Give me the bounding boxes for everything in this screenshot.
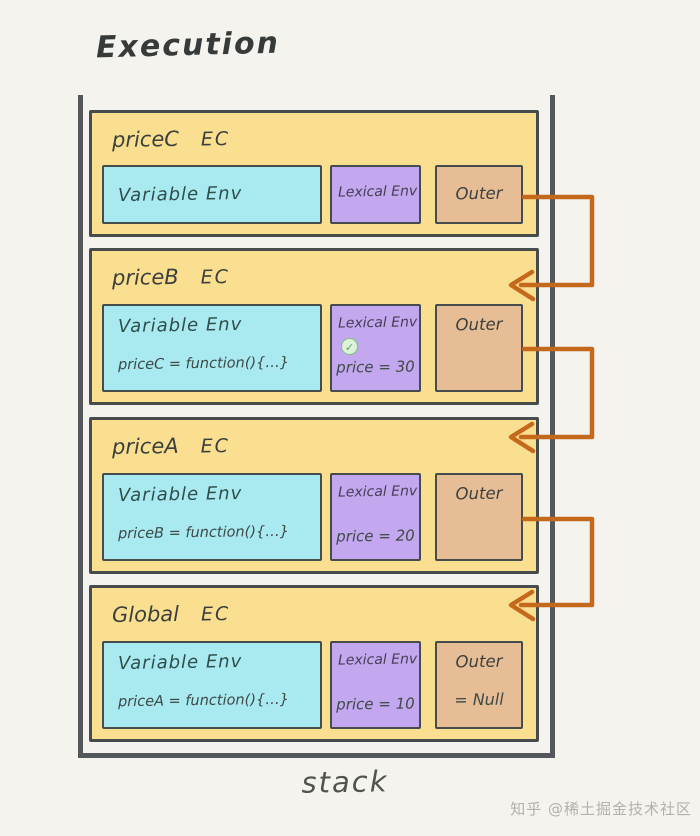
stack-label: stack bbox=[301, 764, 389, 800]
ec-name: priceB bbox=[111, 264, 179, 291]
variable-env-box: Variable Env bbox=[102, 165, 322, 224]
lexical-env-value: price = 20 bbox=[336, 526, 415, 546]
ec-suffix: EC bbox=[200, 127, 231, 151]
ec-frame-priceC: priceC EC Variable Env Lexical Env ✓ Oute… bbox=[89, 110, 539, 237]
lexical-env-label: Lexical Env bbox=[337, 314, 418, 332]
outer-value: = Null bbox=[454, 689, 504, 710]
ec-suffix: EC bbox=[200, 602, 231, 626]
ec-title: priceA EC bbox=[112, 433, 230, 459]
lexical-env-value bbox=[332, 218, 419, 219]
outer-box: Outer bbox=[435, 304, 523, 392]
outer-label: Outer bbox=[455, 651, 503, 672]
outer-label: Outer bbox=[455, 183, 503, 203]
env-row: Variable Env priceC = function(){…} Lexi… bbox=[102, 304, 523, 392]
variable-env-label: Variable Env bbox=[117, 313, 243, 338]
outer-value bbox=[437, 521, 521, 522]
outer-value bbox=[437, 352, 521, 353]
ec-title: Global EC bbox=[112, 601, 231, 627]
lexical-env-box: Lexical Env ✓ price = 20 bbox=[330, 473, 421, 561]
lexical-env-value: price = 30 bbox=[336, 357, 415, 377]
ec-frame-global: Global EC Variable Env priceA = function(… bbox=[89, 585, 539, 742]
ec-name: priceA bbox=[111, 433, 179, 460]
lexical-env-label: Lexical Env bbox=[337, 483, 418, 501]
variable-env-value: priceB = function(){…} bbox=[117, 523, 290, 543]
ec-title: priceC EC bbox=[112, 126, 231, 152]
variable-env-box: Variable Env priceB = function(){…} bbox=[102, 473, 322, 561]
ec-name: priceC bbox=[111, 126, 180, 153]
env-row: Variable Env priceB = function(){…} Lexi… bbox=[102, 473, 523, 561]
lexical-env-box: Lexical Env ✓ bbox=[330, 165, 421, 224]
outer-label: Outer bbox=[455, 483, 503, 504]
env-row: Variable Env priceA = function(){…} Lexi… bbox=[102, 641, 523, 729]
lexical-env-box: Lexical Env ✓ price = 30 bbox=[330, 304, 421, 392]
ec-name: Global bbox=[111, 601, 180, 628]
ec-suffix: EC bbox=[200, 265, 231, 289]
watermark: 知乎 @稀土掘金技术社区 bbox=[510, 800, 692, 818]
ec-suffix: EC bbox=[200, 434, 231, 458]
ec-frame-priceA: priceA EC Variable Env priceB = function(… bbox=[89, 417, 539, 574]
lexical-env-box: Lexical Env ✓ price = 10 bbox=[330, 641, 421, 729]
lexical-env-value: price = 10 bbox=[336, 694, 415, 714]
outer-box: Outer bbox=[435, 473, 523, 561]
outer-box: Outer bbox=[435, 165, 523, 224]
variable-env-value: priceC = function(){…} bbox=[117, 354, 290, 374]
env-row: Variable Env Lexical Env ✓ Outer bbox=[102, 165, 523, 224]
outer-box: Outer = Null bbox=[435, 641, 523, 729]
lexical-env-label: Lexical Env bbox=[337, 651, 418, 669]
outer-value bbox=[437, 213, 521, 214]
variable-env-label: Variable Env bbox=[117, 182, 243, 206]
ec-frame-priceB: priceB EC Variable Env priceC = function(… bbox=[89, 248, 539, 405]
lexical-env-label: Lexical Env bbox=[337, 182, 418, 201]
variable-env-box: Variable Env priceA = function(){…} bbox=[102, 641, 322, 729]
variable-env-label: Variable Env bbox=[117, 650, 243, 675]
outer-label: Outer bbox=[455, 314, 503, 335]
ec-title: priceB EC bbox=[112, 264, 230, 290]
check-icon: ✓ bbox=[341, 338, 358, 355]
page-title: Execution bbox=[95, 25, 281, 66]
variable-env-box: Variable Env priceC = function(){…} bbox=[102, 304, 322, 392]
variable-env-value: priceA = function(){…} bbox=[117, 691, 289, 711]
variable-env-label: Variable Env bbox=[117, 482, 243, 507]
